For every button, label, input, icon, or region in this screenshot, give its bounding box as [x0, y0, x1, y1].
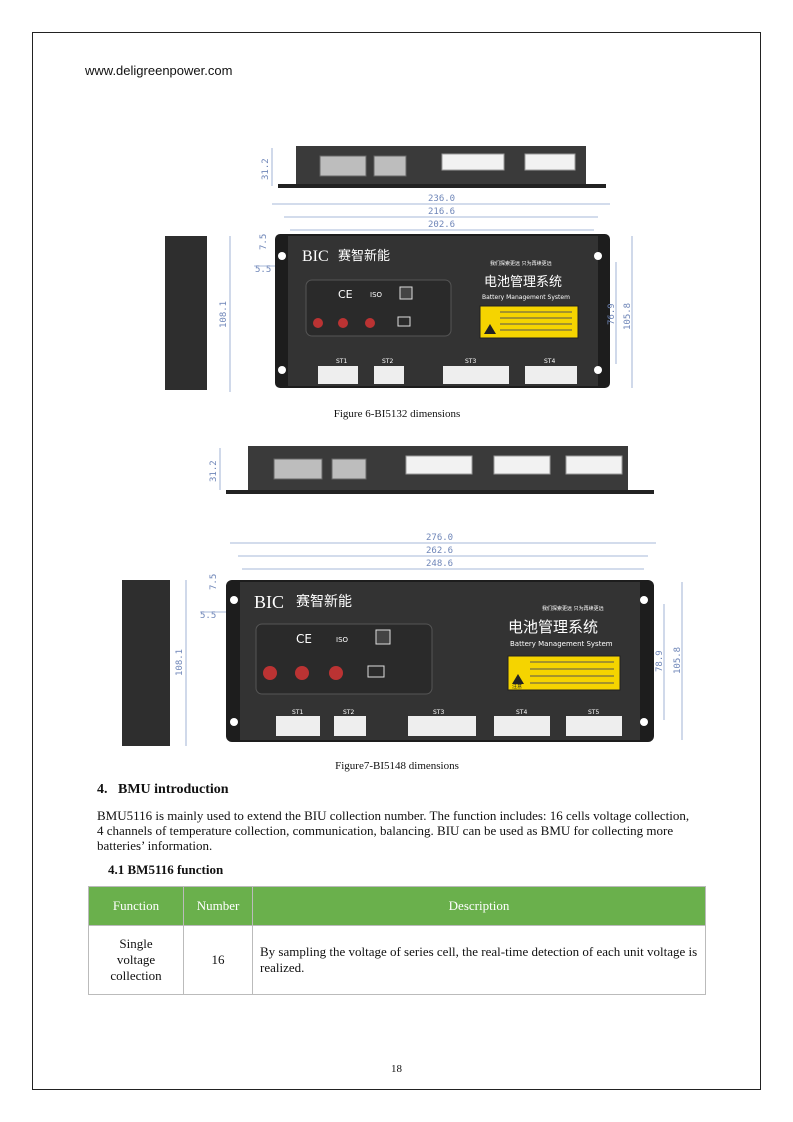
fig7-width-inner-dim: 248.6 [426, 559, 453, 569]
table-cell-function: Single voltage collection [88, 925, 184, 995]
fig7-product-cn: 电池管理系统 [508, 618, 598, 636]
fig6-brand-latin: BIC [302, 248, 329, 265]
section-4-heading: 4. BMU introduction [97, 782, 229, 797]
fig6-product-en: Battery Management System [482, 294, 570, 301]
fig6-width-inner-dim: 202.6 [428, 220, 455, 230]
fig7-brand-latin: BIC [254, 592, 284, 612]
fig7-side-height1-dim: 78.9 [655, 650, 665, 672]
fig7-hole-top-dim: 7.5 [209, 574, 219, 590]
fig6-cert-iso: ISO [370, 291, 383, 299]
fig7-cert-ce: CE [296, 632, 312, 646]
table-cell-number: 16 [183, 925, 253, 995]
fig6-label-st4: ST4 [544, 358, 555, 365]
section-4-paragraph: BMU5116 is mainly used to extend the BIU… [97, 808, 690, 853]
fig6-side-height1-dim: 76.9 [607, 303, 617, 325]
table-cell-description: By sampling the voltage of series cell, … [252, 925, 706, 995]
fig7-label-st4: ST4 [516, 709, 527, 716]
figure-6-drawing: 31.2 236.0 216.6 202.6 108.1 7.5 5.5 BIC… [165, 146, 633, 392]
table-header-number: Number [183, 886, 253, 926]
fig6-slogan: 我们探索更远 只为再续更远 [490, 260, 552, 267]
page-number: 18 [391, 1063, 402, 1075]
fig6-height-dim: 31.2 [261, 158, 271, 180]
fig7-brand-cn: 赛智新能 [296, 594, 352, 610]
fig7-depth-dim: 108.1 [175, 649, 185, 676]
fig6-label-st1: ST1 [336, 358, 347, 365]
fig7-cert-iso: ISO [336, 636, 349, 644]
fig7-side-height2-dim: 105.8 [673, 647, 683, 674]
table-header-function: Function [88, 886, 184, 926]
fig7-product-en: Battery Management System [510, 640, 613, 648]
figure-7-caption: Figure7-BI5148 dimensions [335, 760, 459, 772]
section-4-1-heading: 4.1 BM5116 function [108, 862, 224, 877]
fig7-label-st5: ST5 [588, 709, 599, 716]
fig6-cert-ce: CE [338, 288, 353, 301]
table-row: Single voltage collection 16 By sampling… [88, 925, 706, 995]
fig6-product-cn: 电池管理系统 [484, 275, 562, 290]
fig6-width-mid-dim: 216.6 [428, 207, 455, 217]
fig6-width-total-dim: 236.0 [428, 194, 455, 204]
fig7-slogan: 我们探索更远 只为再续更远 [542, 605, 604, 612]
figure-6-caption: Figure 6-BI5132 dimensions [333, 408, 461, 420]
figure-7-drawing: 31.2 276.0 262.6 248.6 108.1 7.5 5.5 BIC… [122, 446, 683, 746]
table-cell-function-text: Single voltage collection [110, 936, 162, 983]
fig7-width-mid-dim: 262.6 [426, 546, 453, 556]
page-border [32, 32, 761, 1090]
fig7-hole-side-dim: 5.5 [200, 611, 216, 621]
fig6-hole-top-dim: 7.5 [259, 234, 269, 250]
fig6-label-st2: ST2 [382, 358, 393, 365]
fig7-label-st3: ST3 [433, 709, 444, 716]
fig7-label-st1: ST1 [292, 709, 303, 716]
fig7-warning-cn: 注意 [512, 683, 522, 690]
fig6-depth-dim: 108.1 [219, 301, 229, 328]
fig6-brand-cn: 赛智新能 [338, 248, 390, 264]
function-table: Function Number Description Single volta… [88, 886, 706, 995]
fig7-label-st2: ST2 [343, 709, 354, 716]
fig6-side-height2-dim: 105.8 [623, 303, 633, 330]
fig6-label-st3: ST3 [465, 358, 476, 365]
fig7-height-dim: 31.2 [209, 460, 219, 482]
fig7-width-total-dim: 276.0 [426, 533, 453, 543]
table-header-description: Description [252, 886, 706, 926]
fig6-hole-side-dim: 5.5 [255, 265, 271, 275]
website-url: www.deligreenpower.com [85, 63, 233, 78]
table-header-row: Function Number Description [88, 886, 706, 926]
